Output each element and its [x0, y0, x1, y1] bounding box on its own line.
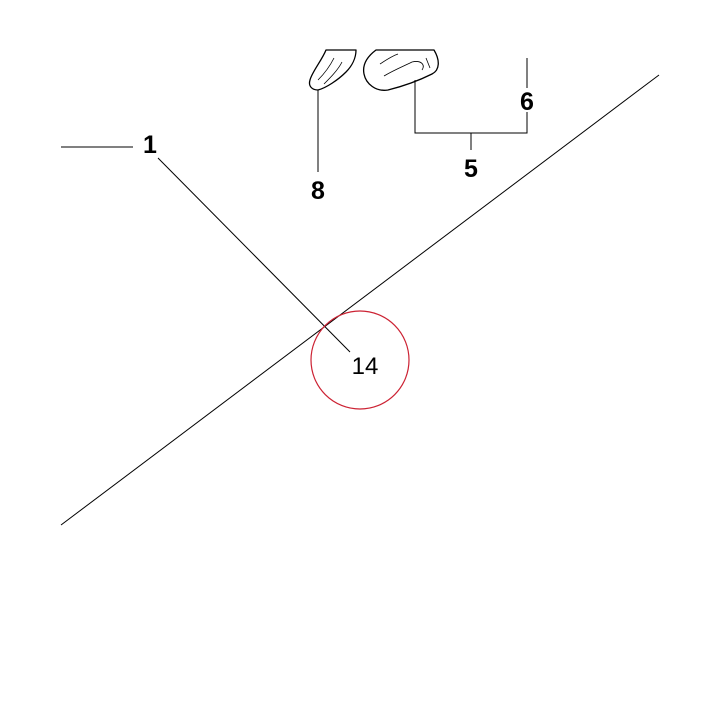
leader-line-1-diagonal — [157, 157, 351, 353]
callout-1[interactable]: 1 — [143, 131, 157, 159]
highlight-ring — [310, 310, 410, 410]
callout-6[interactable]: 6 — [520, 88, 534, 116]
callout-14[interactable]: 14 — [352, 353, 379, 380]
diagonal-line — [60, 74, 660, 526]
part-8-drawing — [308, 49, 357, 91]
leader-bracket-5 — [414, 80, 528, 134]
callout-8[interactable]: 8 — [311, 177, 325, 205]
callout-5[interactable]: 5 — [464, 155, 478, 183]
part-5-drawing — [362, 49, 439, 91]
